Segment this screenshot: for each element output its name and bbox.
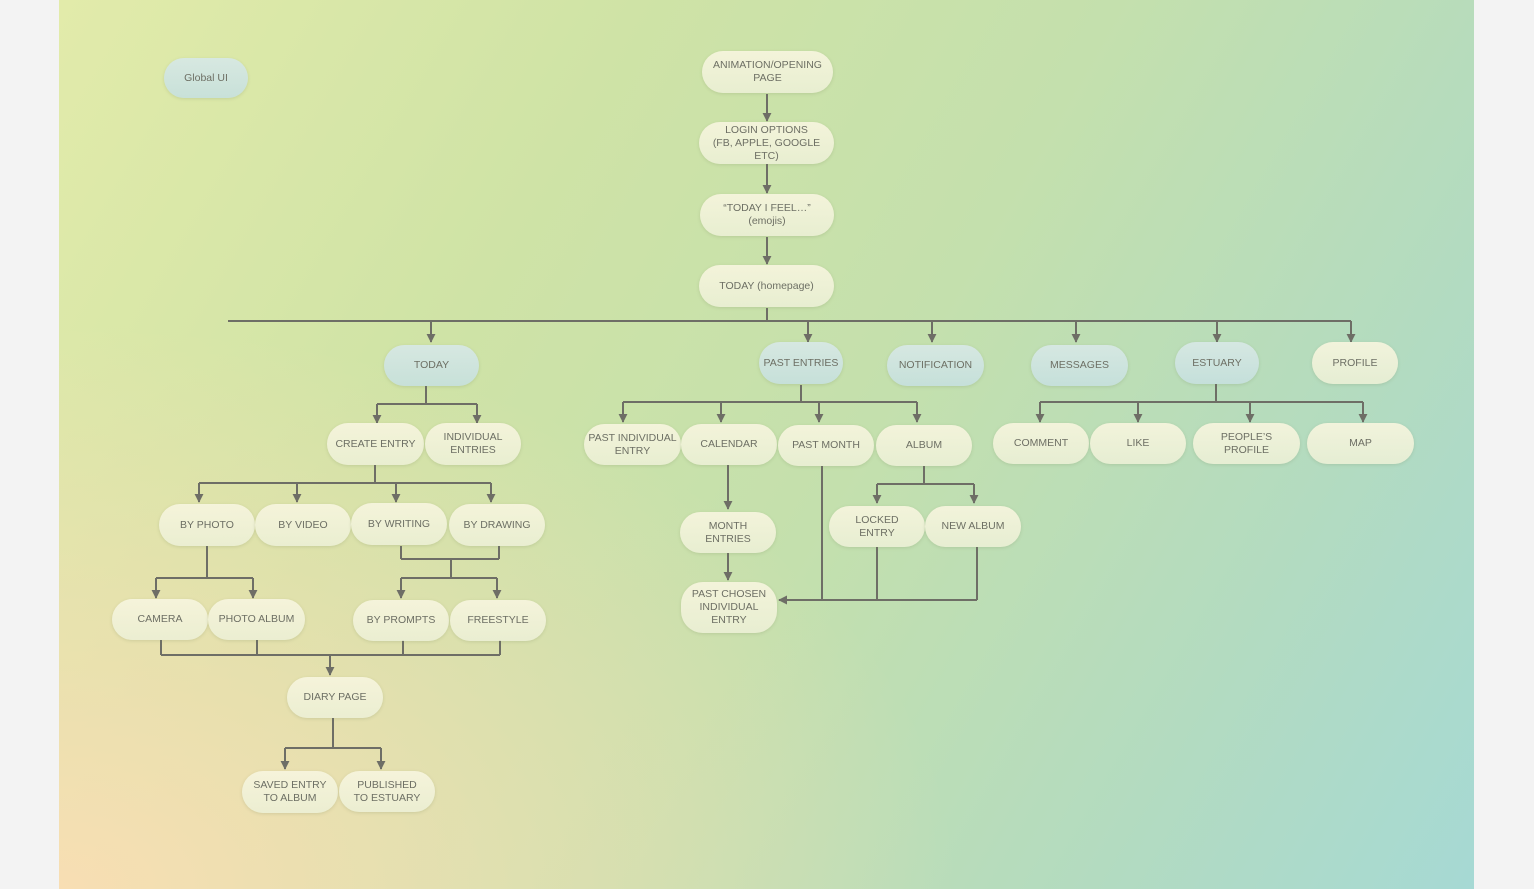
node-peoples-profile: PEOPLE’S PROFILE: [1193, 423, 1300, 464]
node-by-drawing: BY DRAWING: [449, 504, 545, 546]
node-album: ALBUM: [876, 425, 972, 466]
node-locked-entry: LOCKED ENTRY: [829, 506, 925, 547]
node-profile: PROFILE: [1312, 342, 1398, 384]
node-today: TODAY: [384, 345, 479, 386]
node-published-to-estuary: PUBLISHED TO ESTUARY: [339, 771, 435, 812]
node-animation-opening-page: ANIMATION/OPENING PAGE: [702, 51, 833, 93]
node-create-entry: CREATE ENTRY: [327, 423, 424, 465]
node-login-options: LOGIN OPTIONS (FB, APPLE, GOOGLE ETC): [699, 122, 834, 164]
node-messages: MESSAGES: [1031, 345, 1128, 386]
legend-global-ui: Global UI: [164, 58, 248, 98]
node-estuary: ESTUARY: [1175, 342, 1259, 384]
node-past-individual-entry: PAST INDIVIDUAL ENTRY: [584, 424, 681, 465]
node-past-month: PAST MONTH: [778, 425, 874, 466]
node-by-prompts: BY PROMPTS: [353, 600, 449, 641]
node-photo-album: PHOTO ALBUM: [208, 599, 305, 640]
node-calendar: CALENDAR: [681, 424, 777, 465]
node-saved-entry-to-album: SAVED ENTRY TO ALBUM: [242, 771, 338, 813]
node-today-i-feel: “TODAY I FEEL…” (emojis): [700, 194, 834, 236]
node-notification: NOTIFICATION: [887, 345, 984, 386]
node-camera: CAMERA: [112, 599, 208, 640]
node-past-chosen-individual-entry: PAST CHOSEN INDIVIDUAL ENTRY: [681, 582, 777, 633]
node-diary-page: DIARY PAGE: [287, 677, 383, 718]
node-by-photo: BY PHOTO: [159, 504, 255, 546]
node-comment: COMMENT: [993, 423, 1089, 464]
node-new-album: NEW ALBUM: [925, 506, 1021, 547]
node-by-video: BY VIDEO: [255, 504, 351, 546]
node-like: LIKE: [1090, 423, 1186, 464]
node-individual-entries: INDIVIDUAL ENTRIES: [425, 423, 521, 465]
node-today-homepage: TODAY (homepage): [699, 265, 834, 307]
node-freestyle: FREESTYLE: [450, 600, 546, 641]
node-past-entries: PAST ENTRIES: [759, 342, 843, 384]
node-month-entries: MONTH ENTRIES: [680, 512, 776, 553]
node-by-writing: BY WRITING: [351, 503, 447, 545]
node-map: MAP: [1307, 423, 1414, 464]
sitemap-canvas: Global UI ANIMATION/OPENING PAGE LOGIN O…: [59, 0, 1474, 889]
connector-lines: [151, 94, 1368, 770]
